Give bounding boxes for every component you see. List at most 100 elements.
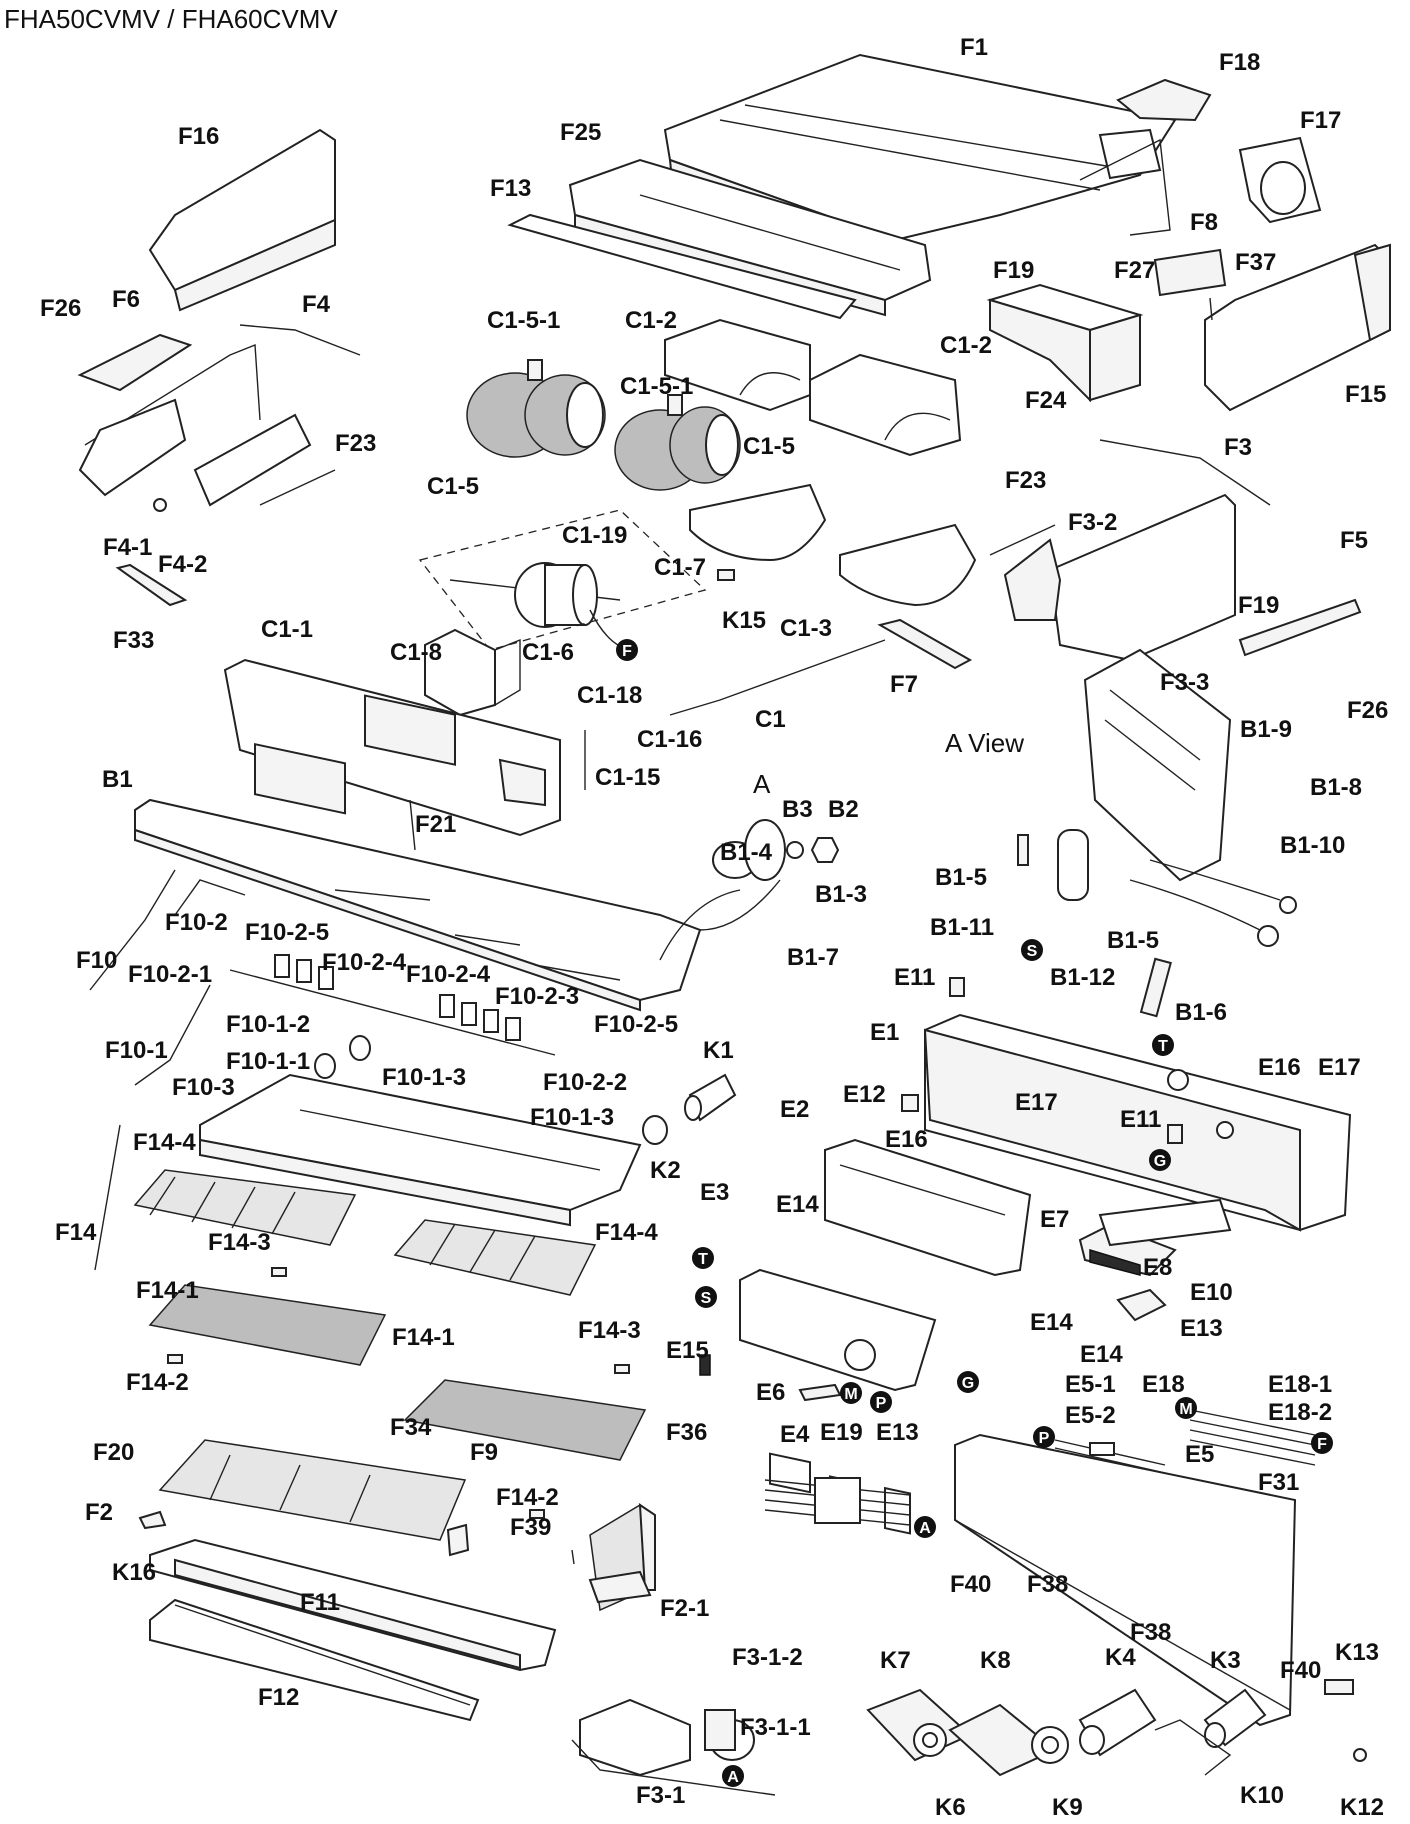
cover-f18 xyxy=(1116,78,1212,122)
label-E14-top: E14 xyxy=(776,1191,819,1218)
label-F26-left: F26 xyxy=(40,295,81,322)
label-F10-2-3: F10-2-3 xyxy=(495,983,579,1010)
label-C1-5-1-left: C1-5-1 xyxy=(487,307,560,334)
bushing-c1-5-1-right xyxy=(667,394,683,416)
marker-G-box: G xyxy=(1149,1149,1171,1171)
insulation-k1 xyxy=(684,1073,737,1122)
label-B1: B1 xyxy=(102,766,133,793)
part-f21 xyxy=(409,799,416,851)
label-E6: E6 xyxy=(756,1379,785,1406)
insulation-k4 xyxy=(1078,1688,1157,1757)
label-C1-2-left: C1-2 xyxy=(625,307,677,334)
ring-k6 xyxy=(913,1723,947,1757)
label-F5: F5 xyxy=(1340,527,1368,554)
label-F40-left: F40 xyxy=(950,1571,991,1598)
label-F14-1-right: F14-1 xyxy=(392,1324,455,1351)
label-E10: E10 xyxy=(1190,1279,1233,1306)
label-B1-8: B1-8 xyxy=(1310,774,1362,801)
svg-text:P: P xyxy=(876,1395,887,1412)
label-F10-3: F10-3 xyxy=(172,1074,235,1101)
bracket-f9 xyxy=(446,1523,470,1557)
label-B1-10: B1-10 xyxy=(1280,832,1345,859)
svg-text:T: T xyxy=(698,1251,708,1268)
label-F2: F2 xyxy=(85,1499,113,1526)
label-E8: E8 xyxy=(1143,1254,1172,1281)
label-F8: F8 xyxy=(1190,209,1218,236)
screw-f4-1 xyxy=(153,498,167,512)
label-F3-1: F3-1 xyxy=(636,1782,685,1809)
label-F12: F12 xyxy=(258,1684,299,1711)
label-E16-left: E16 xyxy=(885,1126,928,1153)
label-E18-1: E18-1 xyxy=(1268,1371,1332,1398)
label-K13: K13 xyxy=(1335,1639,1379,1666)
marker-A-swing: A xyxy=(722,1765,744,1787)
part-labels: F1 F18 F17 F25 F16 F13 F8 F19 F27 F37 F2… xyxy=(40,34,1388,1821)
label-E14-mid: E14 xyxy=(1030,1309,1073,1336)
tabs-f10-2-4 xyxy=(274,954,521,1041)
marker-M-pcb: M xyxy=(840,1382,862,1404)
label-K3: K3 xyxy=(1210,1647,1241,1674)
sensor-b1-6 xyxy=(1139,957,1172,1018)
label-C1-16: C1-16 xyxy=(637,726,702,753)
grommet-k9 xyxy=(1031,1726,1069,1764)
svg-text:G: G xyxy=(962,1375,974,1392)
label-E15: E15 xyxy=(666,1337,709,1364)
label-K15: K15 xyxy=(722,607,766,634)
motor-bracket-c1-8 xyxy=(424,628,521,717)
marker-S-pcb: S xyxy=(695,1286,717,1308)
label-F23-right: F23 xyxy=(1005,467,1046,494)
board-f2-1 xyxy=(588,1570,652,1604)
label-F26-right: F26 xyxy=(1347,697,1388,724)
label-E5: E5 xyxy=(1185,1441,1214,1468)
label-F10-1-3-top: F10-1-3 xyxy=(382,1064,466,1091)
label-F3-3: F3-3 xyxy=(1160,669,1209,696)
board-holder-e2 xyxy=(824,1138,1032,1277)
marker-T-pcb: T xyxy=(692,1247,714,1269)
label-B1-12: B1-12 xyxy=(1050,964,1115,991)
label-F17: F17 xyxy=(1300,107,1341,134)
label-F20: F20 xyxy=(93,1439,134,1466)
label-F10-2-4-left: F10-2-4 xyxy=(322,949,407,976)
label-C1-3: C1-3 xyxy=(780,615,832,642)
clamp-k2 xyxy=(642,1115,668,1145)
label-F16: F16 xyxy=(178,123,219,150)
label-F14-4-right: F14-4 xyxy=(595,1219,658,1246)
leader-f3-1 xyxy=(571,1739,776,1796)
panel-f31 xyxy=(954,1433,1297,1727)
fuse-e15 xyxy=(699,1354,711,1376)
label-E5-1: E5-1 xyxy=(1065,1371,1116,1398)
label-F19-right: F19 xyxy=(1238,592,1279,619)
scroll-casing-right xyxy=(809,353,962,457)
leader-f4 xyxy=(239,324,361,356)
leader-f3 xyxy=(1099,439,1271,506)
svg-text:T: T xyxy=(1158,1038,1168,1055)
leader-f10-1 xyxy=(134,984,211,1086)
control-box-e1 xyxy=(923,1013,1352,1232)
svg-text:G: G xyxy=(1154,1153,1166,1170)
cover-box-f24 xyxy=(986,283,1144,403)
part-drawings xyxy=(77,53,1391,1796)
label-E16-right: E16 xyxy=(1258,1054,1301,1081)
label-K10: K10 xyxy=(1240,1782,1284,1809)
label-F14-3-right: F14-3 xyxy=(578,1317,641,1344)
connector-markers: F S T G T S M P G M P F A A xyxy=(616,639,1333,1787)
plate-f7 xyxy=(877,618,973,670)
label-F11: F11 xyxy=(300,1589,340,1616)
bracket-f8 xyxy=(1153,248,1227,297)
swing-motor-f3-1 xyxy=(579,1698,755,1777)
tag-k15 xyxy=(717,569,735,581)
insulation-f10-2 xyxy=(229,889,621,1056)
label-F27: F27 xyxy=(1114,257,1155,284)
label-E18-2: E18-2 xyxy=(1268,1399,1332,1426)
label-F13: F13 xyxy=(490,175,531,202)
label-F10-2-4-right: F10-2-4 xyxy=(406,961,491,988)
label-E2: E2 xyxy=(780,1096,809,1123)
clip-f14-2-right xyxy=(529,1509,545,1519)
label-B1-5-top: B1-5 xyxy=(935,864,987,891)
heat-exchanger-b1 xyxy=(134,798,786,1012)
label-E13-right: E13 xyxy=(1180,1315,1223,1342)
rod-f23-left xyxy=(259,469,336,506)
label-C1-5-right: C1-5 xyxy=(743,433,795,460)
label-F14-3-left: F14-3 xyxy=(208,1229,271,1256)
svg-text:S: S xyxy=(701,1290,712,1307)
